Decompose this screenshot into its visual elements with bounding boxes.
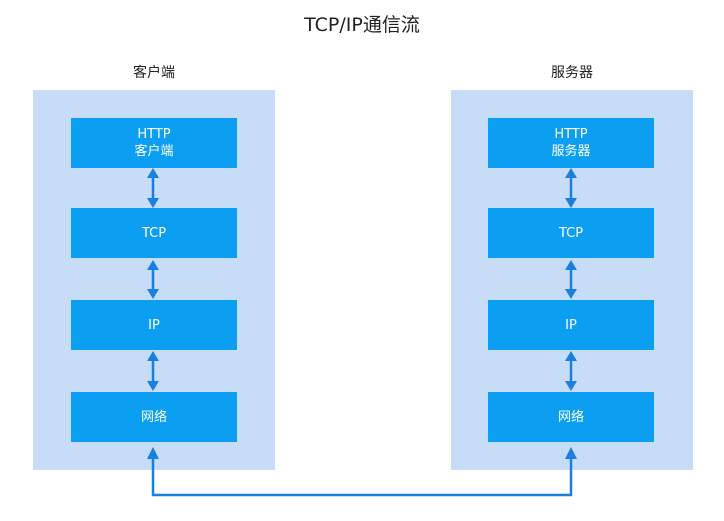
server-layer-ip-name: IP bbox=[565, 317, 577, 333]
server-layer-network: 网络 bbox=[488, 392, 654, 442]
server-layer-ip: IP bbox=[488, 300, 654, 350]
client-label: 客户端 bbox=[133, 65, 175, 81]
client-layer-ip: IP bbox=[71, 300, 237, 350]
client-layer-http-role: 客户端 bbox=[134, 144, 174, 159]
server-arrowhead bbox=[565, 198, 577, 208]
client-arrowhead bbox=[147, 351, 159, 361]
server-arrowhead bbox=[565, 351, 577, 361]
server-layer-http: HTTP 服务器 bbox=[488, 118, 654, 168]
server-layer-tcp: TCP bbox=[488, 208, 654, 258]
client-layer-http-name: HTTP bbox=[137, 127, 171, 142]
client-arrowhead bbox=[147, 289, 159, 299]
client-arrowhead bbox=[147, 381, 159, 391]
server-arrowhead bbox=[565, 168, 577, 178]
diagram-title: TCP/IP通信流 bbox=[304, 14, 420, 36]
server-arrowhead bbox=[565, 289, 577, 299]
client-layer-http: HTTP 客户端 bbox=[71, 118, 237, 168]
server-arrowhead bbox=[565, 260, 577, 270]
server-layer-tcp-name: TCP bbox=[558, 225, 584, 241]
network-link-arrowhead bbox=[147, 447, 159, 459]
server-layer-http-role: 服务器 bbox=[551, 144, 591, 159]
server-label: 服务器 bbox=[551, 65, 593, 81]
client-layer-tcp: TCP bbox=[71, 208, 237, 258]
client-arrowhead bbox=[147, 168, 159, 178]
client-layer-network-name: 网络 bbox=[140, 409, 167, 425]
server-arrowhead bbox=[565, 381, 577, 391]
client-layer-ip-name: IP bbox=[148, 317, 160, 333]
server-layer-http-name: HTTP bbox=[554, 127, 588, 142]
server-layer-network-name: 网络 bbox=[557, 409, 584, 425]
network-link-line bbox=[151, 458, 573, 497]
client-layer-tcp-name: TCP bbox=[141, 225, 167, 241]
network-link-arrowhead bbox=[565, 447, 577, 459]
client-arrowhead bbox=[147, 260, 159, 270]
client-layer-network: 网络 bbox=[71, 392, 237, 442]
client-arrowhead bbox=[147, 198, 159, 208]
